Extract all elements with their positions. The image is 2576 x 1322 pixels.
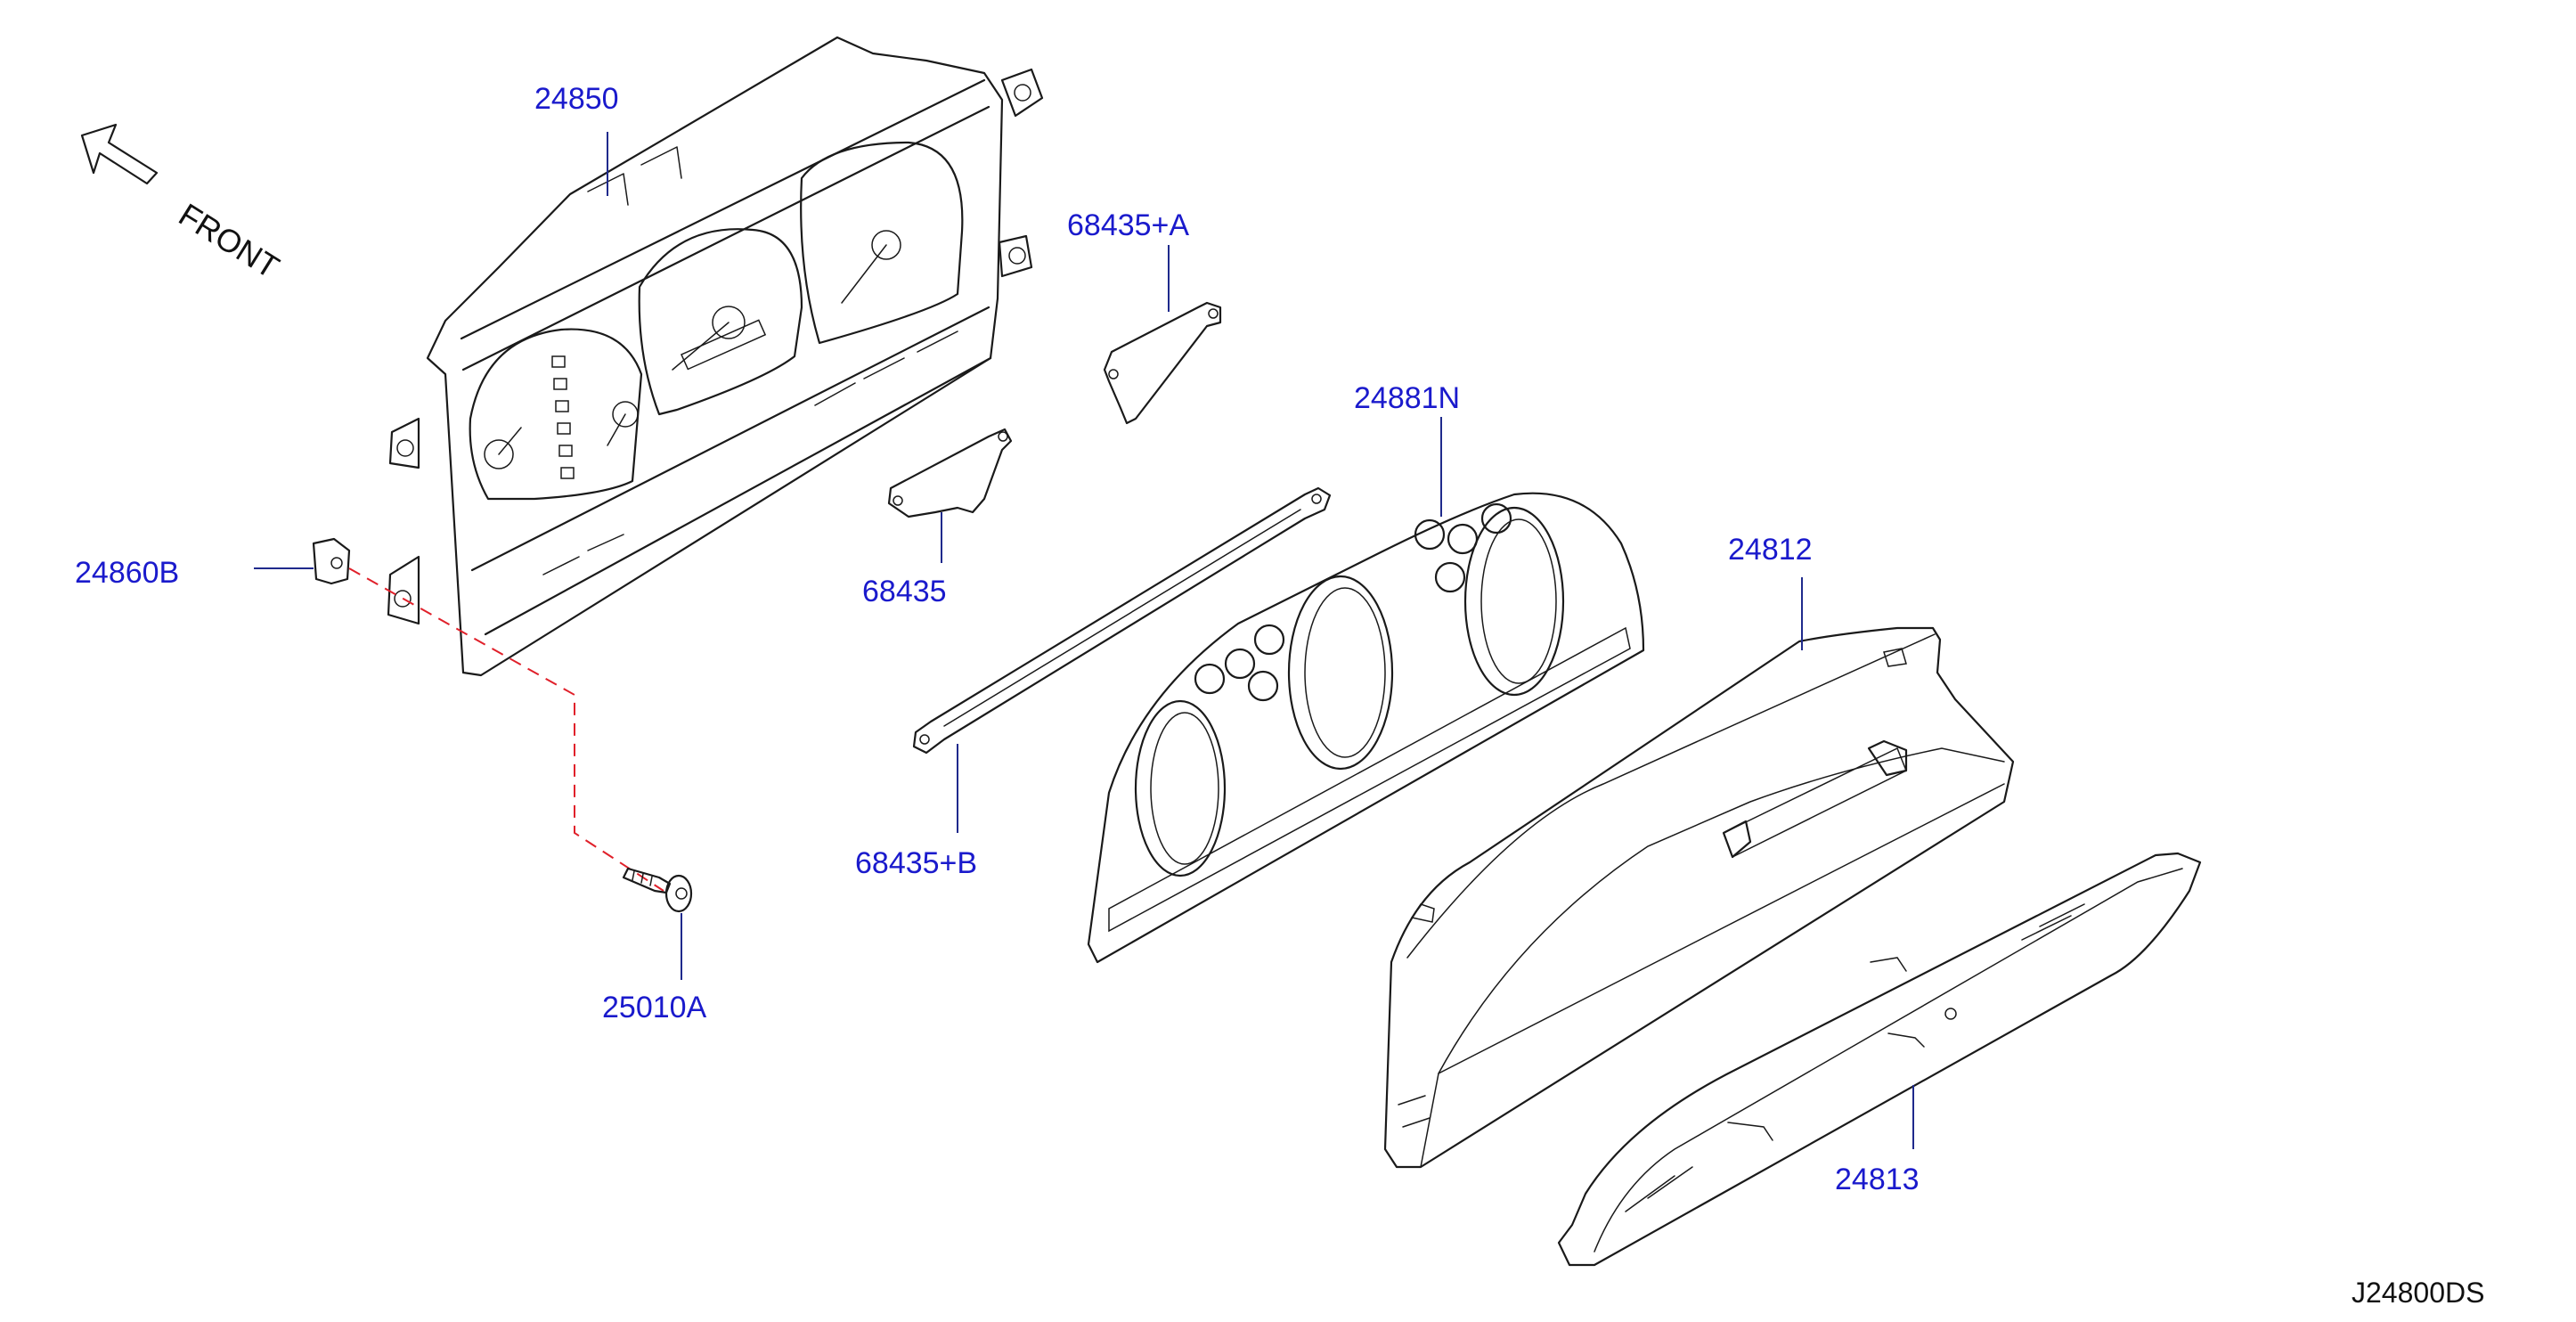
callout-24813: 24813: [1835, 1163, 1920, 1196]
callout-25010a: 25010A: [602, 991, 707, 1024]
callout-24881n: 24881N: [1354, 381, 1460, 415]
front-arrow-icon: [80, 123, 159, 185]
cover-part[interactable]: [1383, 626, 2015, 1169]
front-label: FRONT: [173, 196, 286, 285]
bracket-part[interactable]: [887, 428, 1013, 518]
callout-68435: 68435: [862, 575, 947, 608]
finisher-part[interactable]: [1087, 492, 1645, 964]
callout-24812: 24812: [1728, 533, 1813, 567]
clip-part[interactable]: [312, 537, 351, 585]
callout-68435a: 68435+A: [1067, 208, 1189, 242]
meter-assembly-part[interactable]: [387, 36, 1044, 677]
diagram-code: J24800DS: [2352, 1277, 2484, 1309]
dashed-connection-line: [348, 567, 664, 892]
callout-68435b: 68435+B: [855, 846, 977, 880]
bracket-b-part[interactable]: [912, 486, 1332, 755]
lens-part[interactable]: [1557, 852, 2202, 1267]
screw-part[interactable]: [622, 867, 693, 913]
callout-24850: 24850: [534, 82, 619, 116]
bracket-a-part[interactable]: [1103, 301, 1222, 425]
callout-24860b: 24860B: [75, 556, 179, 590]
